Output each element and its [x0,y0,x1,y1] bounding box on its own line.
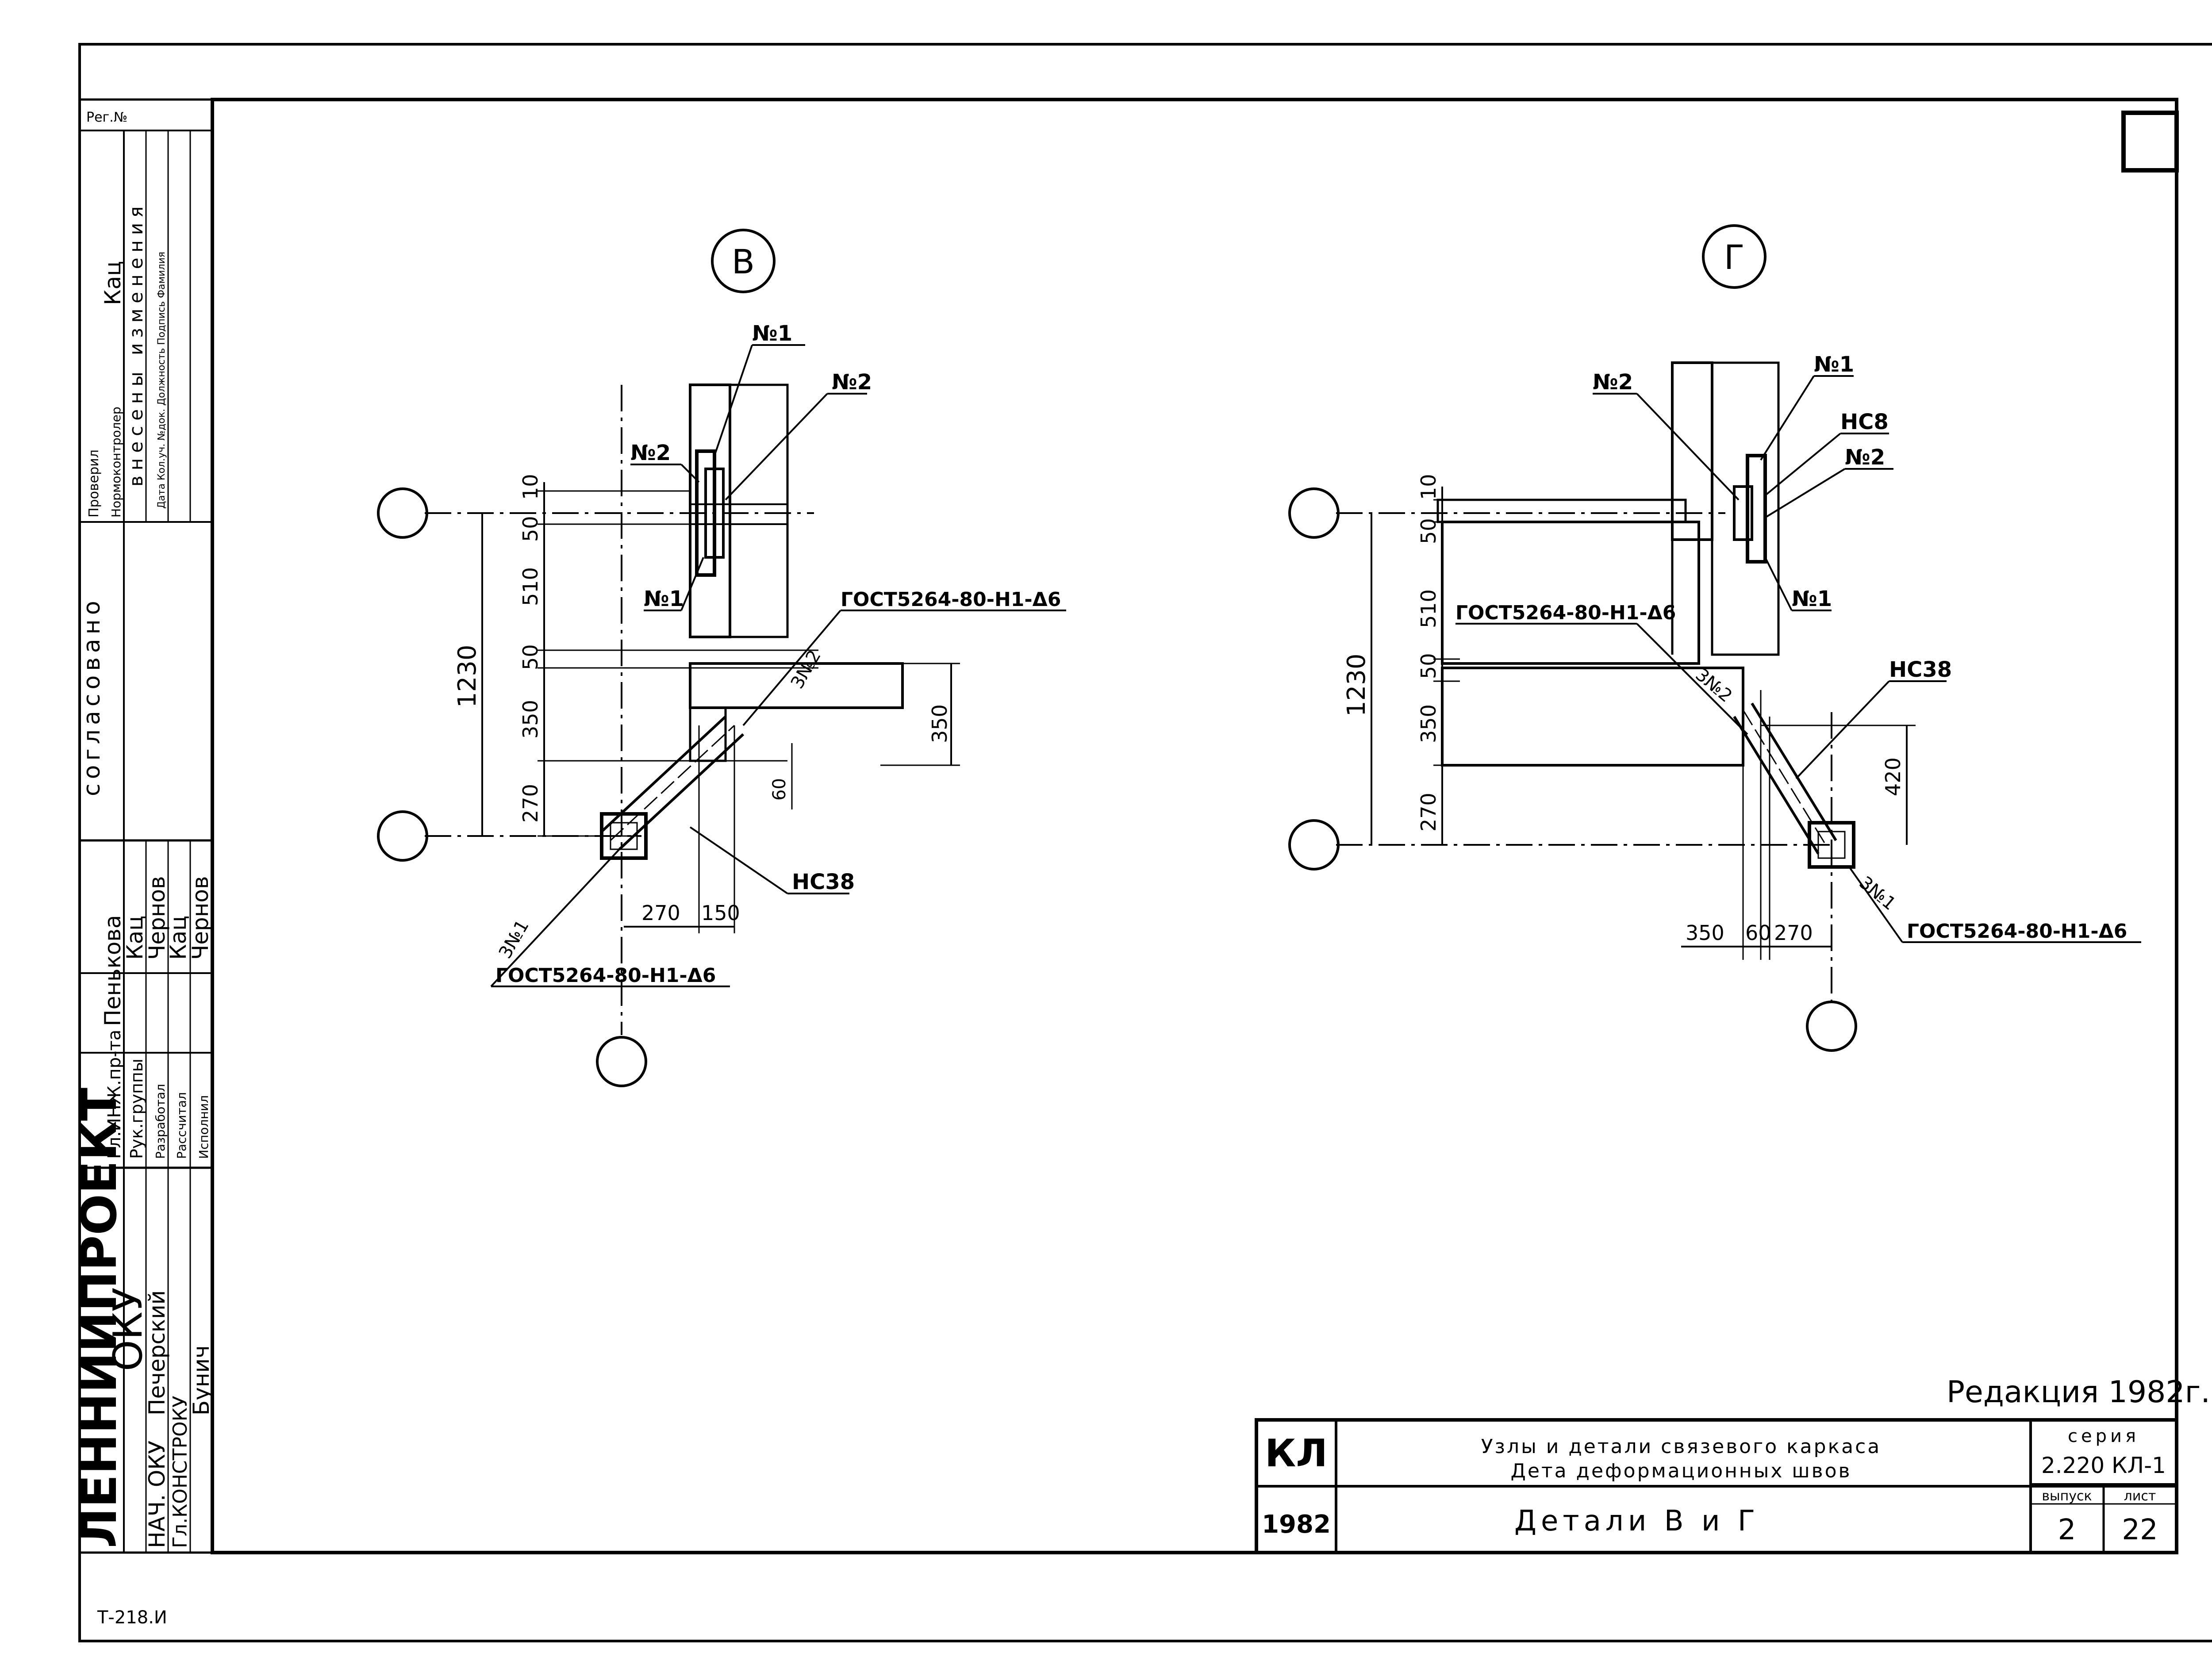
issue-label: выпуск [2042,1488,2092,1504]
detail-g-dim-total: 1230 [1342,653,1371,717]
detail-v-dim-270: 270 [518,784,542,823]
chief-role: Гл.КОНСТРОКУ [169,1396,192,1548]
detail-g-callout-3: НС8 [1840,410,1889,434]
detail-g-dim-10: 10 [1417,474,1440,500]
series-value: 2.220 КЛ-1 [2041,1453,2166,1478]
detail-g-dim-50a: 50 [1417,518,1440,544]
detail-g-dim-50b: 50 [1417,653,1440,679]
detail-g-weld-bottom: ГОСТ5264-80-Н1-Δ6 [1907,920,2127,943]
dept-name: ОКУ [105,1287,151,1371]
detail-v-callout-7: НС38 [792,870,855,894]
detail-v-label: В [732,242,755,281]
changes-columns: Дата Кол.уч. №док. Должность Подпись Фам… [156,252,167,509]
detail-g-label: Г [1724,238,1744,277]
group-lead-role: Рук.группы [127,1058,146,1159]
detail-g-dim-bottom-270: 270 [1774,921,1813,945]
detail-v-dim-10: 10 [518,474,542,500]
doc-code: КЛ [1265,1431,1328,1476]
doc-year: 1982 [1262,1510,1331,1539]
developer-name: Чернов [144,876,170,960]
calc-name: Кац [165,916,191,960]
detail-g-callout-2: №1 [1814,352,1854,377]
detail-v-callout-1: №1 [752,321,792,346]
detail-g-dim-270: 270 [1417,793,1440,832]
detail-v-weld-top: ГОСТ5264-80-Н1-Δ6 [841,588,1061,611]
g-axis-marker-bottom [1288,819,1340,871]
detail-v-callout-4: №1 [644,587,684,611]
calc-role: Рассчитал [174,1092,189,1159]
chief-eng-name: Пенькова [100,915,126,1026]
series-label: серия [2068,1426,2139,1446]
detail-g-callout-5: №1 [1792,587,1832,611]
axis-marker-bottom [377,810,428,862]
detail-g-dim-bottom-60: 60 [1745,921,1771,945]
detail-v-callout-2: №2 [832,370,872,395]
outer-border [78,43,2212,1642]
org-name: ЛЕННИИПРОЕКТ [71,1088,127,1548]
changes-label: внесены изменения [125,201,147,487]
detail-v-label-circle [711,229,776,293]
detail-v-dim-bottom-150: 150 [701,901,740,925]
detail-v-dim-right: 350 [928,704,952,743]
sheet-title: Детали В и Г [1514,1505,1759,1538]
issue-value: 2 [2058,1514,2076,1546]
executor-name: Чернов [188,876,213,960]
detail-v-callout-5: 3№2 [787,647,825,692]
axis-marker-top [377,487,428,539]
g-axis-marker-top [1288,487,1340,539]
chief-eng-role: Гл.ИНЖ.пр-та [104,1030,125,1159]
detail-v-dim-bottom-270: 270 [641,901,680,925]
detail-g-callout-4: №2 [1845,445,1885,470]
detail-v [377,229,1066,1087]
detail-g-callout-8: НС38 [1889,657,1952,682]
executor-role: Исполнил [196,1095,211,1159]
detail-v-dim-60: 60 [769,778,790,801]
group-lead-name: Кац [122,916,148,960]
chief-name: Бунич [188,1345,214,1415]
detail-g-weld-top: ГОСТ5264-80-Н1-Δ6 [1455,602,1676,624]
detail-v-dim-50b: 50 [518,644,542,670]
detail-g [1288,224,2141,1052]
checked-sign: Кац [100,261,126,305]
title-line-2: Дета деформационных швов [1511,1460,1852,1482]
edition-label: Редакция 1982г. [1947,1375,2210,1410]
axis-marker-column [596,1036,647,1087]
title-block [1255,1418,2178,1554]
detail-g-label-circle [1702,224,1767,289]
detail-v-weld-bottom: ГОСТ5264-80-Н1-Δ6 [495,964,716,987]
head-role: НАЧ. ОКУ [144,1441,170,1548]
corner-stamp-box [2121,111,2179,173]
norm-control-label: Нормоконтролер [109,406,123,518]
detail-g-dim-350: 350 [1417,704,1440,743]
detail-v-dim-total: 1230 [453,644,482,708]
detail-v-callout-6: 3№1 [495,917,533,962]
checked-label: Проверил [86,449,102,518]
detail-v-dim-510: 510 [518,567,542,606]
developer-role: Разработал [153,1084,168,1159]
detail-g-dim-bottom-350: 350 [1686,921,1724,945]
detail-v-callout-3: №2 [630,441,671,465]
detail-v-dim-50a: 50 [518,516,542,542]
drawing-frame [211,98,2178,1554]
g-axis-marker-column [1806,1001,1857,1052]
title-line-1: Узлы и детали связевого каркаса [1481,1435,1882,1458]
reg-no-label: Рег.№ [86,110,127,125]
head-name: Печерский [144,1290,170,1415]
detail-g-callout-1: №2 [1593,370,1633,395]
detail-g-dim-right: 420 [1881,757,1905,796]
detail-g-dim-510: 510 [1417,589,1440,628]
footer-code: Т-218.И [97,1607,167,1628]
detail-v-dim-350: 350 [518,700,542,739]
sheet-label: лист [2124,1488,2156,1504]
sheet-value: 22 [2122,1514,2158,1546]
sidebar-stamp [78,98,214,1554]
agreed-label: согласовано [79,596,105,796]
